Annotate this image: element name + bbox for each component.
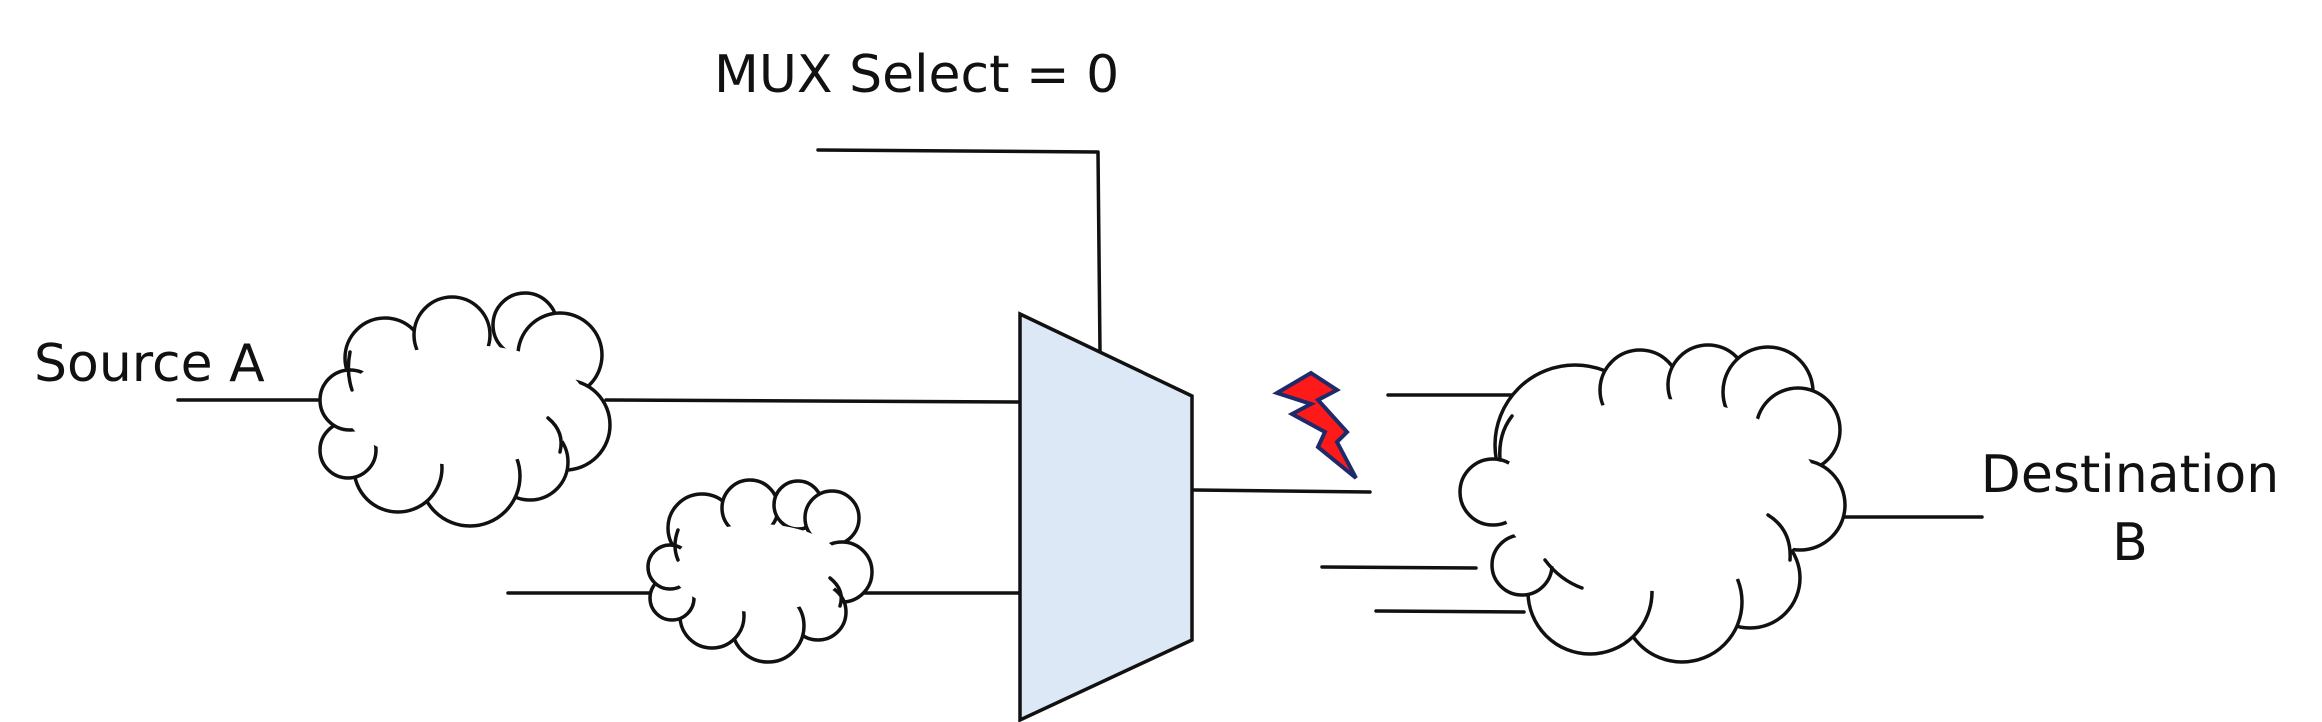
mux-select-wire [816, 148, 1102, 354]
source-a-label: Source A [34, 334, 265, 394]
lightning-bolt-icon [1272, 370, 1358, 480]
mux-output-wire [1192, 488, 1372, 494]
dest-input-wire-3 [1374, 609, 1526, 614]
network-cloud-2 [646, 478, 874, 664]
network-cloud-3 [1458, 343, 1847, 664]
network-cloud-1 [318, 291, 612, 528]
cloud-1-to-mux-wire [604, 398, 1022, 404]
multiplexer [1018, 311, 1194, 722]
destination-label-line2: B [2112, 513, 2148, 573]
destination-label-line1: Destination [1981, 445, 2279, 505]
dest-input-wire-2 [1320, 565, 1478, 570]
mux-select-label: MUX Select = 0 [714, 45, 1119, 105]
